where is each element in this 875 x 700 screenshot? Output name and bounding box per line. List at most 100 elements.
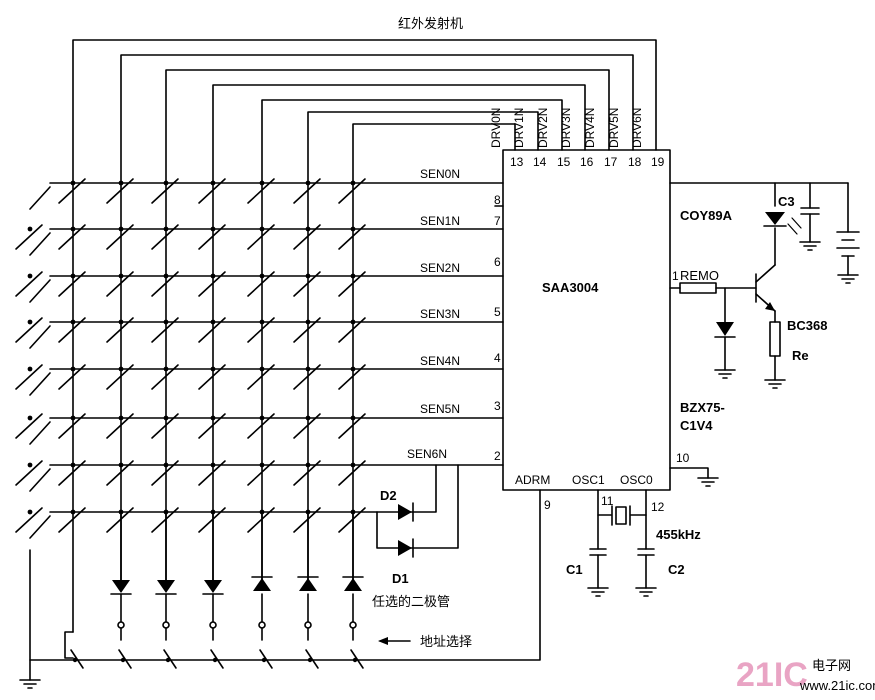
drive-pin-labels: DRV0N DRV1N DRV2N DRV3N DRV4N DRV5N DRV6… [489, 108, 644, 148]
diodes-d1-d2: D2 D1 任选的二极管 [372, 464, 459, 610]
key-switch [198, 364, 226, 390]
key-switch [151, 178, 179, 204]
address-select-note: 地址选择 [378, 635, 472, 650]
address-switch [350, 649, 364, 669]
pin-5: 5 [494, 305, 501, 319]
diagram-title: 红外发射机 [398, 16, 463, 32]
junction-dot [210, 273, 216, 279]
ic-saa3004-body [502, 149, 671, 491]
column-diodes [110, 511, 364, 629]
junction-dot [210, 415, 216, 421]
junction-dot [27, 226, 33, 232]
d2-wire [376, 464, 437, 513]
junction-dot [70, 319, 76, 325]
junction-dot [350, 462, 356, 468]
key-matrix-switches [15, 178, 366, 539]
label-sen1n: SEN1N [420, 214, 460, 228]
address-switch [305, 649, 319, 669]
junction-dot [350, 180, 356, 186]
junction-dot [305, 415, 311, 421]
drive-lines [72, 39, 657, 633]
pin-9: 9 [544, 498, 551, 512]
d1-diode-body [398, 540, 412, 556]
junction-dot [163, 180, 169, 186]
label-d1: D1 [392, 571, 409, 586]
key-switch [198, 178, 226, 204]
key-switch [106, 413, 134, 439]
output-stage: 1 REMO BZX75- C1V4 BC368 Re COY89A C3 [669, 182, 860, 433]
key-switch [293, 271, 321, 297]
key-switch [151, 271, 179, 297]
terminal-circle [304, 621, 312, 629]
key-switch [247, 413, 275, 439]
key-switch [338, 224, 366, 250]
emission-arrow-2 [791, 217, 802, 229]
terminal-circle [209, 621, 217, 629]
label-sen0n: SEN0N [420, 167, 460, 181]
ground-symbols [19, 241, 859, 689]
column-diode-body [204, 580, 222, 593]
row-switch [29, 325, 51, 349]
junction-dot [70, 273, 76, 279]
label-d2: D2 [380, 488, 397, 503]
label-sen2n: SEN2N [420, 261, 460, 275]
junction-dot [27, 366, 33, 372]
label-c1: C1 [566, 562, 583, 577]
row-switch [29, 372, 51, 396]
junction-dot [259, 226, 265, 232]
label-osc1: OSC1 [572, 473, 605, 487]
junction-dot [118, 180, 124, 186]
key-switch [58, 317, 86, 343]
junction-dot [163, 319, 169, 325]
pin-10: 10 [676, 451, 690, 465]
key-switch [58, 178, 86, 204]
key-switch [293, 317, 321, 343]
label-zener-2: C1V4 [680, 418, 713, 433]
key-switch [198, 224, 226, 250]
junction-dot [163, 415, 169, 421]
arrow-left-icon [378, 637, 388, 645]
key-switch [151, 507, 179, 533]
sense-lines [29, 182, 504, 681]
junction-dot [210, 226, 216, 232]
column-diode-body [344, 578, 362, 591]
adrm-line [29, 489, 541, 661]
label-drv4n: DRV4N [583, 108, 597, 148]
key-switch [106, 460, 134, 486]
key-switch [293, 507, 321, 533]
ic-name-label: SAA3004 [542, 280, 599, 295]
key-switch [247, 460, 275, 486]
key-switch [338, 507, 366, 533]
key-switch [15, 364, 43, 390]
oscillator-section: OSC1 OSC0 11 12 455kHz C1 C2 [566, 473, 701, 589]
terminal-circle [349, 621, 357, 629]
junction-dot [259, 366, 265, 372]
label-adrm: ADRM [515, 473, 550, 487]
junction-dot [70, 180, 76, 186]
row-switch [29, 186, 51, 210]
key-switch [198, 317, 226, 343]
junction-dot [118, 415, 124, 421]
row-switch [29, 468, 51, 492]
label-zener-1: BZX75- [680, 400, 725, 415]
address-switch [210, 649, 224, 669]
junction-dot [118, 462, 124, 468]
key-switch [151, 460, 179, 486]
label-remo: REMO [680, 268, 719, 283]
label-drv1n: DRV1N [512, 108, 526, 148]
label-sen4n: SEN4N [420, 354, 460, 368]
junction-dot [305, 180, 311, 186]
pin-19: 19 [651, 155, 665, 169]
row-switch [29, 421, 51, 445]
address-switch [118, 649, 132, 669]
junction-dot [118, 319, 124, 325]
key-switch [151, 224, 179, 250]
junction-dot [70, 226, 76, 232]
row-switch [29, 232, 51, 256]
key-switch [198, 271, 226, 297]
key-switch [293, 364, 321, 390]
junction-dot [350, 319, 356, 325]
label-led: COY89A [680, 208, 733, 223]
junction-dot [27, 462, 33, 468]
